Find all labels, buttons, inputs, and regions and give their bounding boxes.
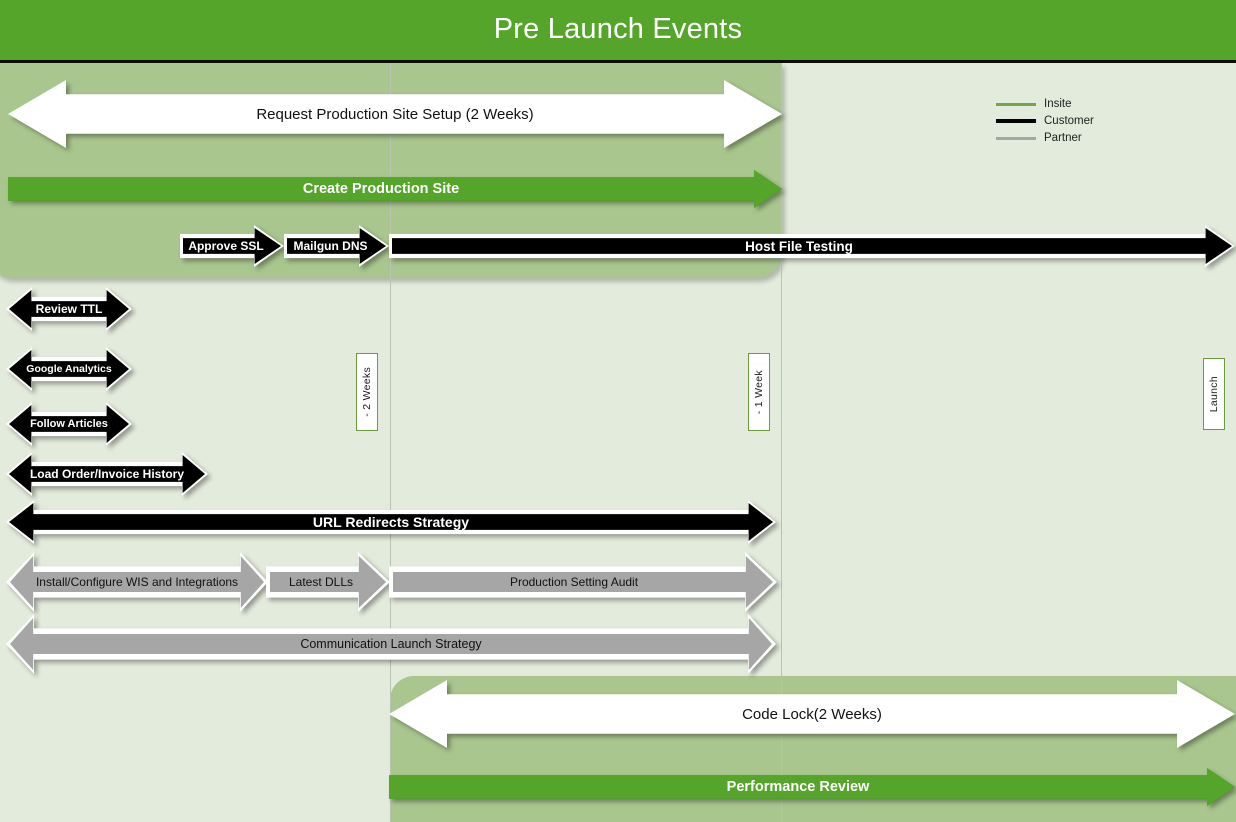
legend-swatch-customer-icon: [996, 119, 1036, 123]
bar-request-production-site-setup[interactable]: Request Production Site Setup (2 Weeks): [8, 80, 782, 148]
bar-code-lock[interactable]: Code Lock(2 Weeks): [389, 680, 1235, 748]
bar-approve-ssl[interactable]: Approve SSL: [180, 225, 284, 267]
arrow-shape-fill: [10, 618, 772, 670]
milestone-label: - 2 Weeks: [361, 367, 373, 417]
bar-google-analytics[interactable]: Google Analytics: [6, 347, 132, 391]
bar-communication-launch-strategy[interactable]: Communication Launch Strategy: [6, 614, 776, 674]
bar-host-file-testing[interactable]: Host File Testing: [389, 225, 1235, 267]
bar-performance-review[interactable]: Performance Review: [389, 768, 1235, 806]
grid-line-1-week: [781, 63, 782, 822]
bar-review-ttl[interactable]: Review TTL: [6, 287, 132, 331]
milestone-label: - 1 Week: [753, 369, 765, 415]
legend: Insite Customer Partner: [996, 96, 1146, 147]
arrow-shape-fill: [11, 83, 779, 145]
legend-label-customer: Customer: [1044, 115, 1094, 127]
arrow-shape-fill: [10, 556, 264, 608]
bar-latest-dlls[interactable]: Latest DLLs: [266, 552, 390, 612]
legend-swatch-insite-icon: [996, 102, 1036, 106]
bar-install-configure-wis[interactable]: Install/Configure WIS and Integrations: [6, 552, 268, 612]
legend-label-partner: Partner: [1044, 132, 1082, 144]
milestone-launch[interactable]: Launch: [1203, 358, 1225, 430]
milestone-2-weeks[interactable]: - 2 Weeks: [356, 353, 378, 431]
legend-swatch-partner-icon: [996, 136, 1036, 140]
legend-item-customer: Customer: [996, 113, 1146, 129]
legend-label-insite: Insite: [1044, 98, 1072, 110]
legend-item-partner: Partner: [996, 130, 1146, 146]
bar-load-order-invoice-history[interactable]: Load Order/Invoice History: [6, 452, 208, 496]
arrow-shape-fill: [287, 228, 386, 264]
bar-mailgun-dns[interactable]: Mailgun DNS: [284, 225, 389, 267]
arrow-shape-fill: [8, 170, 782, 208]
arrow-shape-fill: [9, 503, 773, 541]
arrow-shape-fill: [393, 556, 773, 608]
arrow-shape-fill: [9, 455, 205, 493]
bar-url-redirects-strategy[interactable]: URL Redirects Strategy: [6, 500, 776, 544]
arrow-shape-fill: [270, 556, 386, 608]
bar-create-production-site[interactable]: Create Production Site: [8, 170, 782, 208]
bar-follow-articles[interactable]: Follow Articles: [6, 402, 132, 446]
legend-item-insite: Insite: [996, 96, 1146, 112]
arrow-shape-fill: [392, 228, 1232, 264]
arrow-shape-fill: [183, 228, 281, 264]
bar-production-setting-audit[interactable]: Production Setting Audit: [389, 552, 777, 612]
grid-line-2-weeks: [390, 63, 391, 822]
page-title: Pre Launch Events: [493, 13, 743, 45]
milestone-1-week[interactable]: - 1 Week: [748, 353, 770, 431]
arrow-shape-fill: [392, 683, 1232, 745]
header-bar: Pre Launch Events: [0, 0, 1236, 63]
arrow-shape-fill: [389, 768, 1235, 806]
milestone-label: Launch: [1208, 375, 1220, 413]
